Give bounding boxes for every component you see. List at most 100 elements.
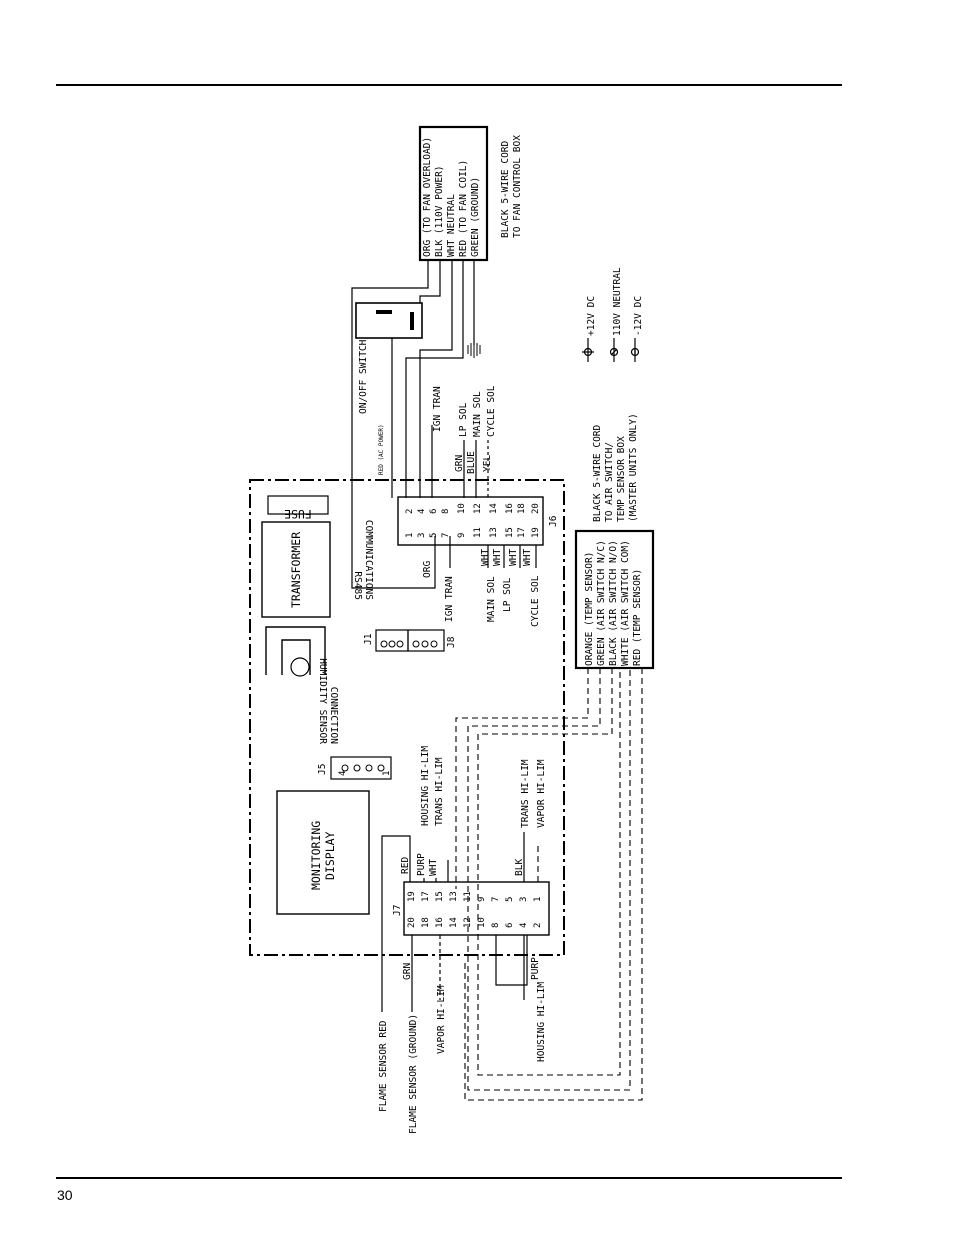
flame-sensor-ground-label: FLAME SENSOR (GROUND) bbox=[408, 1014, 419, 1134]
humidity-connection-label: CONNECTION bbox=[328, 687, 339, 744]
fuse-box bbox=[267, 495, 329, 515]
j6-org-label: ORG bbox=[422, 561, 433, 578]
j7-wht-label: WHT bbox=[428, 859, 439, 876]
j7-red-label: RED bbox=[400, 857, 411, 874]
j6-label: J6 bbox=[548, 515, 559, 527]
j6-lp-sol-lower-label: LP SOL bbox=[502, 577, 513, 612]
communications-label: COMMUNICATIONS bbox=[363, 520, 374, 600]
j6-connector bbox=[397, 496, 544, 546]
legend-minus-12v-dc: -12V DC bbox=[633, 296, 644, 336]
j6-pin-5: 5 bbox=[429, 533, 439, 538]
j6-pin-7: 7 bbox=[441, 533, 451, 538]
j7-purp-lower-label: PURP bbox=[530, 957, 541, 980]
air-box-caption-2: TO AIR SWITCH/ bbox=[604, 442, 615, 522]
fan-box-line-2: BLK (110V POWER) bbox=[434, 165, 445, 257]
j6-pin-16: 16 bbox=[505, 503, 515, 514]
j7-pin-1: 1 bbox=[533, 897, 543, 902]
j6-blue-label: BLUE bbox=[466, 451, 477, 474]
red-ac-power-label: RED (AC POWER) bbox=[378, 424, 385, 475]
j6-ign-tran-label: IGN TRAN bbox=[432, 386, 443, 432]
j8-connector bbox=[407, 629, 445, 652]
j7-vapor-hi-lim-label: VAPOR HI-LIM bbox=[536, 759, 547, 828]
transformer-label: TRANSFORMER bbox=[289, 532, 303, 608]
page-number: 30 bbox=[57, 1187, 73, 1203]
j7-pin-19: 19 bbox=[407, 891, 417, 902]
j6-grn-label: GRN bbox=[454, 455, 465, 472]
j6-main-sol-label: MAIN SOL bbox=[472, 391, 483, 437]
fan-control-box bbox=[418, 125, 489, 262]
air-box-line-3: BLACK (AIR SWITCH N/O) bbox=[608, 540, 619, 666]
j6-pin-20: 20 bbox=[531, 503, 541, 514]
j6-pin-17: 17 bbox=[517, 527, 527, 538]
j6-cycle-sol-lower-label: CYCLE SOL bbox=[530, 575, 541, 627]
j1-label: J1 bbox=[363, 633, 374, 645]
j6-ign-tran-lower-label: IGN TRAN bbox=[444, 576, 455, 622]
fuse-label: FUSE bbox=[284, 507, 312, 521]
j7-pin-8: 8 bbox=[491, 923, 501, 928]
j6-pin-2: 2 bbox=[405, 509, 415, 514]
j6-pin-6: 6 bbox=[429, 509, 439, 514]
j6-pin-11: 11 bbox=[473, 527, 483, 538]
bottom-rule bbox=[56, 1177, 842, 1179]
display-label: DISPLAY bbox=[323, 831, 337, 880]
j6-pin-19: 19 bbox=[531, 527, 541, 538]
j7-pin-4: 4 bbox=[519, 923, 529, 928]
j5-connector bbox=[330, 756, 392, 780]
top-rule bbox=[56, 84, 842, 86]
j6-lp-sol-label: LP SOL bbox=[458, 402, 469, 437]
j6-wht-1: WHT bbox=[480, 549, 491, 566]
j6-wht-3: WHT bbox=[508, 549, 519, 566]
j7-housing-hi-lim-label: HOUSING HI-LIM bbox=[420, 746, 431, 826]
j6-pin-1: 1 bbox=[405, 533, 415, 538]
j7-pin-6: 6 bbox=[505, 923, 515, 928]
j6-main-sol-lower-label: MAIN SOL bbox=[486, 576, 497, 622]
j7-blk-label: BLK bbox=[514, 859, 525, 876]
j7-connector bbox=[403, 881, 550, 936]
j8-label: J8 bbox=[446, 636, 457, 648]
fan-box-line-4: RED (TO FAN COIL) bbox=[458, 160, 469, 257]
air-box-caption-1: BLACK 5-WIRE CORD bbox=[592, 424, 603, 522]
housing-hi-lim-lower-label: HOUSING HI-LIM bbox=[536, 982, 547, 1062]
j6-pin-18: 18 bbox=[517, 503, 527, 514]
vapor-hi-lim-lower-label: VAPOR HI-LIM bbox=[436, 985, 447, 1054]
on-off-switch-label: ON/OFF SWITCH bbox=[358, 339, 369, 414]
on-off-switch bbox=[355, 302, 423, 339]
air-box-line-5: RED (TEMP SENSOR) bbox=[632, 569, 643, 666]
j7-pin-15: 15 bbox=[435, 891, 445, 902]
air-box-line-2: GREEN (AIR SWITCH N/C) bbox=[596, 540, 607, 666]
j5-pin-4: 4 bbox=[338, 771, 348, 776]
j7-pin-9: 9 bbox=[477, 897, 487, 902]
rs485-label: RS485 bbox=[352, 571, 363, 600]
legend-symbols bbox=[582, 338, 640, 362]
j7-pin-12: 12 bbox=[463, 917, 473, 928]
air-box-line-4: WHITE (AIR SWITCH COM) bbox=[620, 540, 631, 666]
humidity-sensor-label: HUMIDITY SENSOR bbox=[317, 658, 328, 744]
legend-110v-neutral: 110V NEUTRAL bbox=[612, 267, 623, 336]
transformer-box bbox=[261, 521, 331, 618]
air-box-caption-3: TEMP SENSOR BOX bbox=[616, 436, 627, 522]
j7-pin-13: 13 bbox=[449, 891, 459, 902]
j7-label: J7 bbox=[392, 905, 403, 916]
j7-pin-3: 3 bbox=[519, 897, 529, 902]
j7-pin-10: 10 bbox=[477, 917, 487, 928]
j6-pin-8: 8 bbox=[441, 509, 451, 514]
j6-wht-4: WHT bbox=[522, 549, 533, 566]
j7-trans-hi-lim-label: TRANS HI-LIM bbox=[434, 757, 445, 826]
j7-pin-2: 2 bbox=[533, 923, 543, 928]
j7-pin-5: 5 bbox=[505, 897, 515, 902]
flame-sensor-red-label: FLAME SENSOR RED bbox=[378, 1020, 389, 1112]
j7-trans-hi-lim-right-label: TRANS HI-LIM bbox=[520, 759, 531, 828]
j7-pin-17: 17 bbox=[421, 891, 431, 902]
j5-pin-1: 1 bbox=[382, 771, 392, 776]
j6-pin-9: 9 bbox=[457, 533, 467, 538]
fan-box-line-3: WHT NEUTRAL bbox=[446, 194, 457, 257]
j6-pin-13: 13 bbox=[489, 527, 499, 538]
fan-box-line-1: ORG (TO FAN OVERLOAD) bbox=[422, 137, 433, 257]
j7-pin-18: 18 bbox=[421, 917, 431, 928]
j7-pin-20: 20 bbox=[407, 917, 417, 928]
component-circle-icon bbox=[290, 657, 310, 677]
monitoring-label: MONITORING bbox=[309, 821, 323, 890]
j7-purp-label: PURP bbox=[416, 853, 427, 876]
j7-grn-label: GRN bbox=[402, 963, 413, 980]
